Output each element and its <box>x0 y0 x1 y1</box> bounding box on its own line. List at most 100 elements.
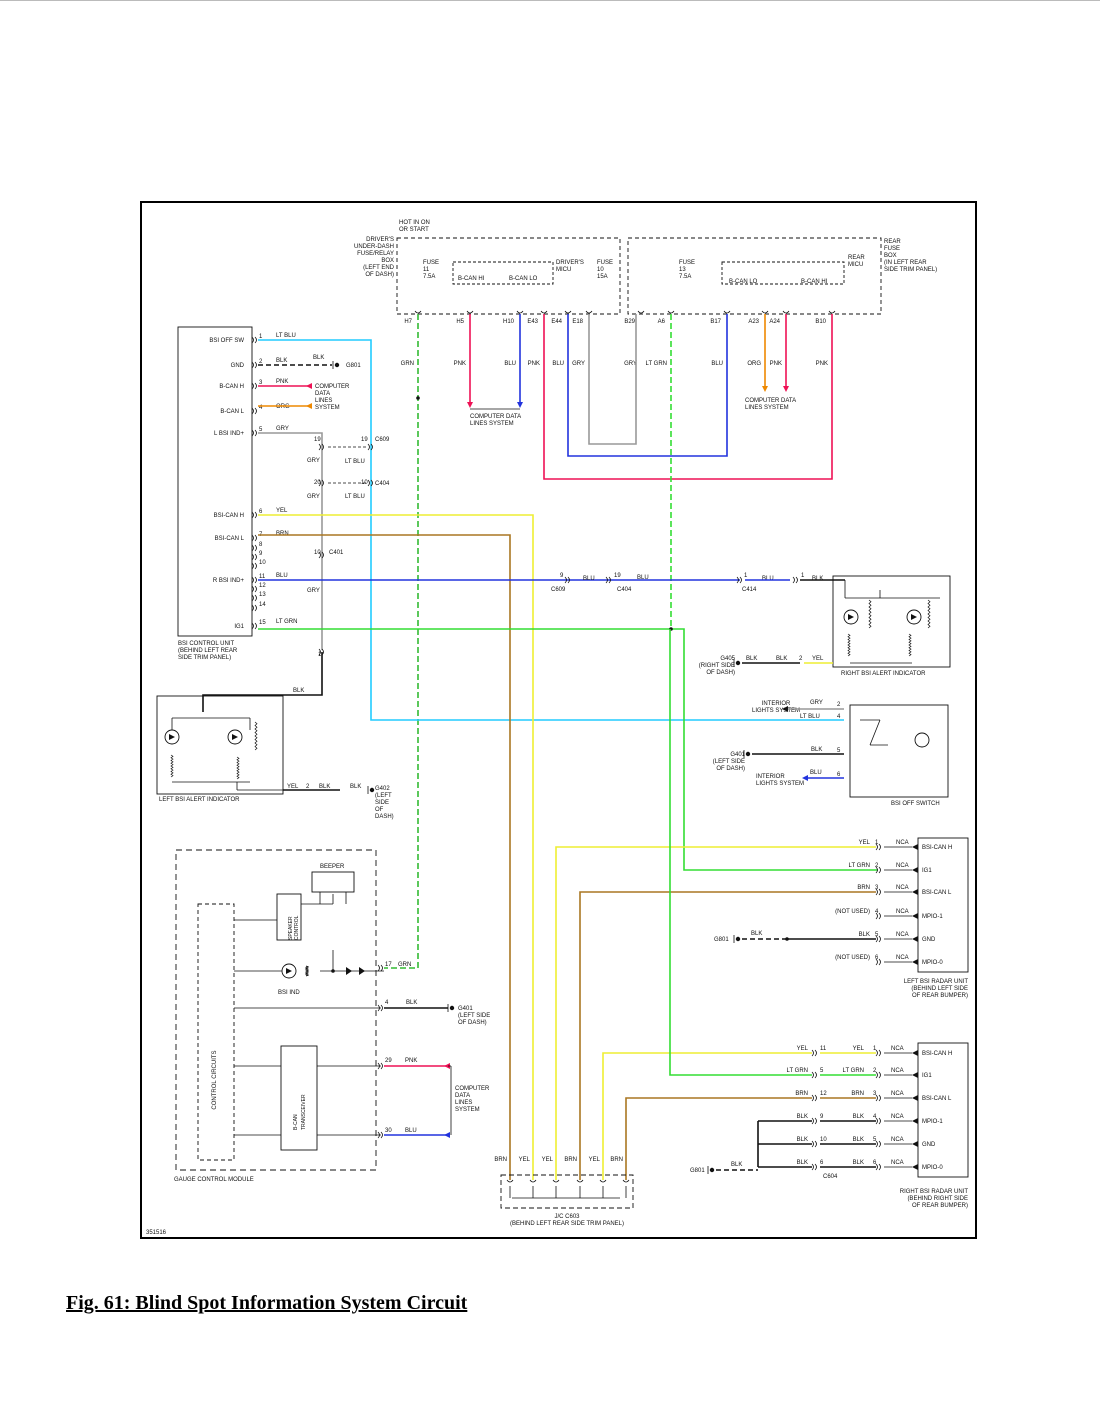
fuse-10-label: FUSE <box>597 260 613 266</box>
arrow-icon <box>783 386 789 392</box>
c604-pin <box>811 1094 817 1102</box>
arrow-icon <box>912 1050 918 1056</box>
bsi-pin-11 <box>251 576 257 584</box>
pin-label: 29 <box>385 1058 392 1064</box>
bsi-pin-number: 15 <box>259 620 266 626</box>
wire-color-label: GRY <box>624 361 637 367</box>
arrow-icon <box>912 1072 918 1078</box>
gry-label: GRY <box>307 494 320 500</box>
jc-terminal <box>576 1179 584 1183</box>
right-radar-pin-label-5: GND <box>922 1142 936 1148</box>
arrow-icon <box>912 1141 918 1147</box>
gauge-pin-4 <box>377 1004 383 1012</box>
right-radar-pin-label-2: IG1 <box>922 1073 932 1079</box>
c604-label: C604 <box>823 1174 838 1180</box>
c609-conn <box>318 443 324 451</box>
blk-label: BLK <box>293 688 304 694</box>
right-radar-wire-label: BRN <box>851 1091 864 1097</box>
pnk-label: PNK <box>405 1058 417 1064</box>
pin-label: 3 <box>873 1091 877 1097</box>
rear-micu-label: REAR <box>848 255 865 261</box>
blu-label: BLU <box>762 576 774 582</box>
bsi-unit-caption: BSI CONTROL UNIT <box>178 641 234 647</box>
fuse-10-label: 15A <box>597 274 608 280</box>
g801-label: G801 <box>714 937 729 943</box>
terminal-A23 <box>761 310 769 314</box>
c404-label: C404 <box>375 481 390 487</box>
rear-box-label: REAR <box>884 239 901 245</box>
c401-pin: 10 <box>314 550 321 556</box>
wire-pnk-loop <box>543 314 833 480</box>
left-radar-pin-label-5: GND <box>922 937 936 943</box>
c414-conn <box>736 576 742 584</box>
pin-label: 2 <box>875 863 879 869</box>
pin-label: 1 <box>744 573 748 579</box>
ltblu-label: LT BLU <box>345 459 365 465</box>
blk-label: BLK <box>746 656 757 662</box>
nca-label: NCA <box>891 1046 904 1052</box>
right-radar-pin-1 <box>875 1049 881 1057</box>
bsi-pin-label-1: BSI OFF SW <box>209 338 244 344</box>
bsi-pin-wire-15: LT GRN <box>276 619 297 625</box>
diode-icon <box>346 967 352 975</box>
terminal-A24 <box>782 310 790 314</box>
driver-micu-label: MICU <box>556 267 571 273</box>
wire-blk-lind <box>202 652 323 712</box>
terminal-H10 <box>516 310 524 314</box>
jc-wire-label: YEL <box>589 1157 601 1163</box>
nca-label: NCA <box>891 1114 904 1120</box>
bsi-pin-number: 10 <box>259 560 266 566</box>
left-radar-caption: (BEHIND LEFT SIDE <box>911 986 968 992</box>
bsi-cdl-label: LINES <box>315 398 332 404</box>
nca-label: NCA <box>896 840 909 846</box>
g405-label: G405 <box>720 656 735 662</box>
bsi-cdl-label: SYSTEM <box>315 405 340 411</box>
fuse-11-label: 11 <box>423 267 430 273</box>
right-indicator-resistor <box>927 599 931 629</box>
pin-label: 1 <box>801 573 805 579</box>
nca-label: NCA <box>896 885 909 891</box>
underdash-box-label: (LEFT END <box>363 265 395 271</box>
bcan-lo-label: B-CAN LO <box>509 276 538 282</box>
left-radar-pin-6 <box>875 958 881 966</box>
left-indicator-lamp-2 <box>232 734 238 740</box>
bsi-pin-15 <box>251 622 257 630</box>
jc-terminal <box>552 1179 560 1183</box>
cdl-label-2: LINES SYSTEM <box>745 405 789 411</box>
terminal-label-H5: H5 <box>456 319 464 325</box>
gauge-cdl-label: LINES <box>455 1100 472 1106</box>
bsi-pin-number: 4 <box>259 405 263 411</box>
pin-label: 12 <box>820 1091 827 1097</box>
g402-ground <box>369 787 375 793</box>
terminal-E43 <box>540 310 548 314</box>
bsi-pin-5 <box>251 429 257 437</box>
bsi-pin-wire-3: PNK <box>276 379 288 385</box>
nca-label: NCA <box>896 955 909 961</box>
g801-label: G801 <box>346 363 361 369</box>
right-bsi-radar-unit-box <box>917 1042 969 1178</box>
wire-brn-right-radar <box>625 1097 812 1180</box>
bsi-ind-label: BSI IND <box>278 990 300 996</box>
arrow-icon <box>762 386 768 392</box>
terminal-label-E43: E43 <box>527 319 538 325</box>
wire-ltgrn-ig1 <box>258 628 878 871</box>
right-radar-wire-label: BLK <box>797 1114 808 1120</box>
c404-pin: 20 <box>314 480 321 486</box>
left-radar-pin-5 <box>875 935 881 943</box>
blk-label: BLK <box>776 656 787 662</box>
nca-label: NCA <box>891 1091 904 1097</box>
right-radar-caption: (BEHIND RIGHT SIDE <box>907 1196 968 1202</box>
wire-color-label: BLU <box>504 361 516 367</box>
g401-label: OF DASH) <box>716 766 745 772</box>
terminal-H5 <box>466 310 474 314</box>
blk-label: BLK <box>406 1000 417 1006</box>
c404-blu-conn <box>605 576 611 584</box>
left-radar-pin-1 <box>875 843 881 851</box>
fuse-13-label: FUSE <box>679 260 695 266</box>
bcan-label: B-CAN <box>293 1114 299 1130</box>
pin-label: 6 <box>820 1160 824 1166</box>
left-indicator-resistor <box>236 756 240 780</box>
g401-ground-2 <box>449 1005 455 1011</box>
gauge-pin-29 <box>377 1062 383 1070</box>
fuse-11-label: FUSE <box>423 260 439 266</box>
